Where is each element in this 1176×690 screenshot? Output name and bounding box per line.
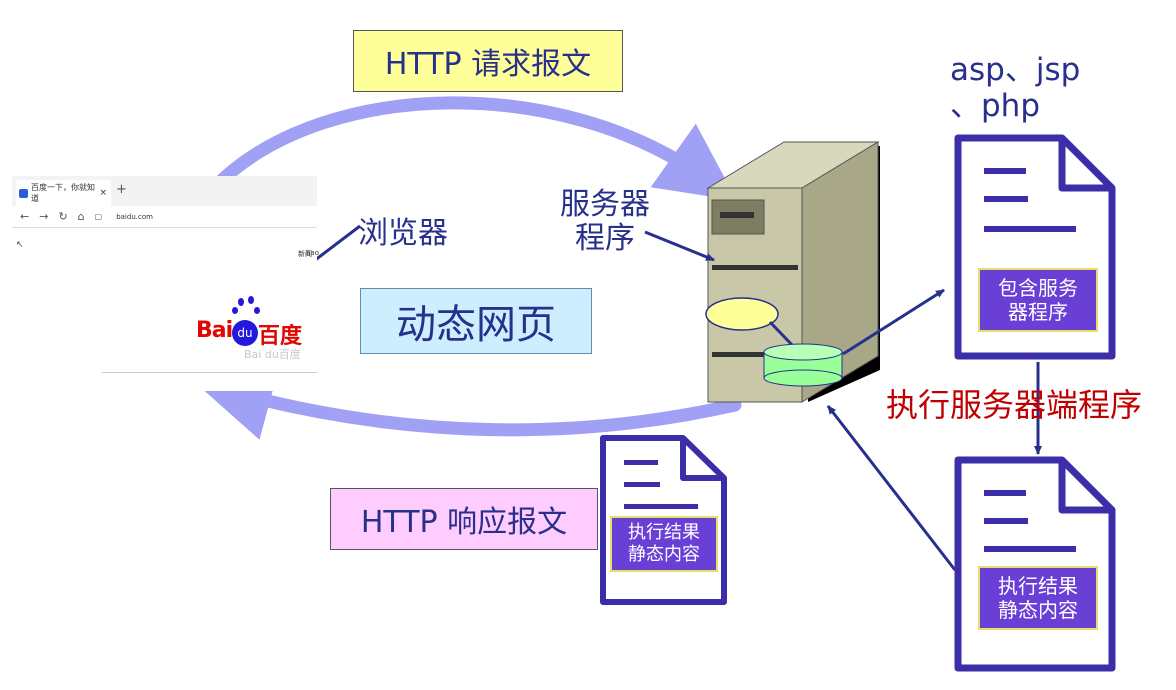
doc-server-program-label: 包含服务 器程序 — [978, 268, 1098, 332]
address-bar[interactable]: baidu.com — [116, 212, 153, 221]
back-icon[interactable]: ← — [20, 210, 30, 223]
paw-toe-icon — [232, 307, 238, 314]
server-label-arrow — [644, 230, 715, 262]
doc-result-center-label: 执行结果 静态内容 — [610, 516, 718, 572]
home-icon[interactable]: ⌂ — [77, 210, 85, 223]
baidu-favicon-icon — [19, 188, 28, 198]
ellipse-db-connector — [768, 320, 797, 350]
doc-result-right-label: 执行结果 静态内容 — [978, 566, 1098, 630]
new-tab-icon[interactable]: + — [116, 182, 127, 197]
refresh-icon[interactable]: ↻ — [58, 210, 68, 223]
link-news[interactable]: 新闻 — [298, 250, 312, 258]
asp-line2: 、php — [950, 88, 1041, 124]
browser-screenshot: 百度一下，你就知道 × + ← → ↻ ⌂ ▢ baidu.com ↖ 新闻 B… — [12, 176, 317, 391]
browser-tab-bar: 百度一下，你就知道 × + — [12, 176, 317, 206]
close-icon[interactable]: × — [99, 188, 107, 198]
baidu-logo: Bai du 百度 Bai du百度 — [196, 296, 316, 361]
dynamic-page-label: 动态网页 — [360, 288, 592, 354]
logo-du-badge: du — [232, 320, 258, 346]
browser-nav-bar: ← → ↻ ⌂ ▢ baidu.com — [12, 206, 317, 228]
paw-toe-icon — [238, 298, 244, 306]
doc-server-program-line1: 包含服务 — [998, 276, 1078, 300]
logo-text-en: Bai — [196, 318, 233, 343]
cursor-icon: ↖ — [16, 240, 24, 250]
server-program-label: 服务器 程序 — [560, 188, 650, 256]
link-hao[interactable]: hao — [306, 249, 320, 257]
browser-tab-title: 百度一下，你就知道 — [31, 183, 95, 203]
http-request-label: HTTP 请求报文 — [353, 30, 623, 92]
doc-to-server-arrow — [826, 405, 957, 571]
paw-toe-icon — [248, 296, 254, 304]
doc-result-right-line2: 静态内容 — [998, 598, 1078, 622]
browser-label: 浏览器 — [358, 216, 448, 251]
doc-result-right-line1: 执行结果 — [998, 574, 1078, 598]
exec-server-program-label: 执行服务器端程序 — [886, 386, 1143, 424]
database-icon — [763, 343, 843, 387]
doc-result-center-line1: 执行结果 — [628, 522, 700, 543]
server-program-line2: 程序 — [575, 221, 635, 256]
forward-icon[interactable]: → — [39, 210, 49, 223]
doc-result-center-line2: 静态内容 — [628, 544, 700, 565]
db-to-doc-arrow — [842, 288, 945, 356]
response-arrow — [194, 364, 742, 440]
paw-toe-icon — [254, 307, 260, 314]
logo-reflection: Bai du百度 — [244, 348, 301, 361]
asp-jsp-php-label: asp、jsp 、php — [950, 52, 1080, 124]
browser-tab[interactable]: 百度一下，你就知道 × — [16, 180, 111, 206]
http-response-label: HTTP 响应报文 — [330, 488, 598, 550]
doc-server-program-line2: 器程序 — [1008, 300, 1068, 324]
request-arrow — [215, 96, 737, 201]
search-box-edge — [102, 372, 317, 373]
lock-icon: ▢ — [94, 212, 103, 221]
logo-text-cn: 百度 — [258, 324, 303, 349]
server-program-line1: 服务器 — [560, 187, 650, 222]
process-ellipse — [705, 297, 779, 331]
document-icon-result-right — [954, 456, 1116, 672]
asp-line1: asp、jsp — [950, 52, 1081, 88]
